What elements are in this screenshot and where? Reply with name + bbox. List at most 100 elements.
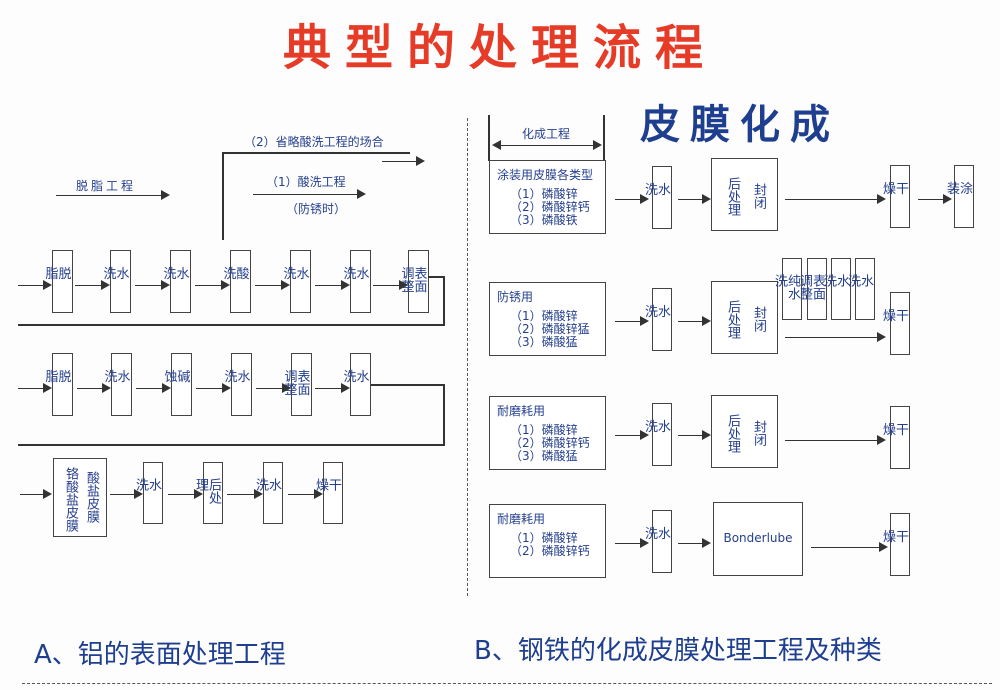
arrow bbox=[615, 194, 649, 204]
box-label: 脱脂 bbox=[42, 266, 71, 289]
degrease-process-label: 脱脂工程 bbox=[76, 179, 137, 193]
arrow bbox=[256, 383, 291, 393]
box-label: 表面调整 bbox=[281, 369, 310, 396]
pickling-label: （1）酸洗工程 bbox=[266, 175, 346, 189]
arrow bbox=[196, 383, 231, 393]
coating-type-item: （3）磷酸猛 bbox=[510, 449, 578, 463]
extra-step-box: 表面调整 bbox=[797, 258, 827, 320]
box-label: 水洗 bbox=[280, 266, 309, 289]
chromate-coating-box: 铬酸盐皮膜酸盐皮膜 bbox=[53, 458, 107, 537]
painting-box: 涂装 bbox=[944, 165, 974, 228]
box-label: 干燥 bbox=[880, 181, 908, 204]
coating-type-box: 防锈用（1）磷酸锌（2）磷酸锌猛（3）磷酸猛 bbox=[489, 282, 606, 356]
dry-box: 干燥 bbox=[880, 292, 910, 355]
step-box: 水洗 bbox=[102, 353, 132, 416]
coating-type-box: 涂装用皮膜各类型（1）磷酸锌（2）磷酸锌钙（3）磷酸铁 bbox=[489, 160, 606, 234]
coating-type-title: 耐磨耗用 bbox=[497, 512, 546, 526]
step-box: 水洗 bbox=[253, 462, 283, 524]
box-label: 后处理 bbox=[725, 414, 740, 453]
arrow bbox=[195, 280, 230, 290]
coating-type-item: （1）磷酸锌 bbox=[510, 187, 578, 201]
arrow bbox=[678, 430, 711, 440]
step-box: 碱蚀 bbox=[162, 353, 192, 416]
box-label: 后处理 bbox=[725, 177, 740, 216]
rinse-box: 水洗 bbox=[642, 510, 672, 573]
box-label: 水洗 bbox=[845, 274, 873, 296]
post-treatment-box: 后处理封闭 bbox=[711, 158, 778, 231]
arrow bbox=[227, 489, 263, 499]
box-label: 水洗 bbox=[160, 266, 189, 289]
box-label: 铬酸盐皮膜 bbox=[63, 467, 78, 532]
box-label: 干燥 bbox=[313, 478, 341, 500]
step-box: 酸洗 bbox=[220, 250, 251, 313]
arrow bbox=[615, 316, 649, 326]
post-treatment-box: 后处理封闭 bbox=[711, 281, 778, 354]
connector-line bbox=[488, 115, 490, 161]
arrow bbox=[785, 435, 886, 445]
arrow bbox=[77, 383, 111, 393]
arrow bbox=[678, 316, 711, 326]
coating-type-title: 耐磨耗用 bbox=[497, 404, 546, 418]
arrow bbox=[18, 383, 52, 393]
box-label: 水洗 bbox=[642, 182, 670, 205]
connector-line bbox=[222, 152, 224, 240]
box-label: 封闭 bbox=[751, 420, 766, 446]
section-a-label: A、铝的表面处理工程 bbox=[34, 640, 286, 670]
arrow bbox=[678, 194, 711, 204]
arrow bbox=[918, 194, 952, 204]
coating-type-item: （2）磷酸锌钙 bbox=[510, 200, 590, 214]
box-label: 水洗 bbox=[821, 274, 849, 296]
post-treatment-box: 后处理封闭 bbox=[711, 395, 778, 468]
box-label: 酸洗 bbox=[220, 266, 249, 289]
box-label: 干燥 bbox=[880, 422, 908, 445]
rinse-box: 水洗 bbox=[642, 288, 672, 351]
box-label: 封闭 bbox=[751, 306, 766, 332]
arrow bbox=[168, 489, 203, 499]
dry-box: 干燥 bbox=[880, 165, 910, 228]
box-label: 酸盐皮膜 bbox=[84, 471, 99, 523]
box-label: 水洗 bbox=[642, 304, 670, 327]
dry-box: 干燥 bbox=[880, 513, 910, 576]
degrease-process-arrow bbox=[56, 190, 170, 200]
step-box: 水洗 bbox=[101, 250, 131, 313]
box-label: 表面调整 bbox=[797, 274, 825, 300]
step-box: 表面调整 bbox=[398, 250, 429, 313]
rinse-box: 水洗 bbox=[642, 403, 672, 466]
coating-type-item: （1）磷酸锌 bbox=[510, 531, 578, 545]
omit-pickling-arrow bbox=[382, 156, 425, 166]
bonderlube-label: Bonderlube bbox=[723, 531, 793, 545]
arrow bbox=[255, 280, 290, 290]
bottom-divider bbox=[22, 683, 992, 684]
box-label: 后处理 bbox=[725, 300, 740, 339]
pickling-arrow bbox=[253, 189, 366, 199]
rust-note-label: （防锈时） bbox=[286, 202, 347, 216]
box-label: 水洗 bbox=[642, 419, 670, 442]
coating-type-item: （2）磷酸锌钙 bbox=[510, 544, 590, 558]
arrow bbox=[315, 280, 350, 290]
step-box: 水洗 bbox=[160, 250, 191, 313]
page-title: 典型的处理流程 bbox=[282, 20, 717, 76]
box-label: 脱脂 bbox=[42, 369, 71, 392]
connector-line bbox=[443, 384, 445, 445]
rinse-box: 水洗 bbox=[642, 166, 672, 229]
arrow bbox=[785, 194, 886, 204]
dry-box: 干燥 bbox=[880, 406, 910, 469]
box-label: 表面调整 bbox=[398, 266, 427, 293]
coating-type-item: （3）磷酸铁 bbox=[510, 213, 578, 227]
extra-step-box: 纯水洗 bbox=[772, 258, 802, 320]
step-box: 脱脂 bbox=[42, 353, 73, 416]
arrow bbox=[615, 430, 649, 440]
coating-type-item: （1）磷酸锌 bbox=[510, 423, 578, 437]
box-label: 干燥 bbox=[880, 308, 908, 331]
box-label: 纯水洗 bbox=[772, 274, 800, 300]
connector-line bbox=[18, 444, 445, 446]
arrow bbox=[18, 280, 52, 290]
arrow bbox=[288, 489, 323, 499]
arrow bbox=[811, 542, 888, 552]
arrow bbox=[135, 280, 170, 290]
arrow bbox=[315, 383, 350, 393]
arrow bbox=[373, 280, 408, 290]
connector-line bbox=[428, 276, 444, 278]
process-double-arrow bbox=[492, 140, 602, 150]
connector-line bbox=[222, 152, 410, 154]
